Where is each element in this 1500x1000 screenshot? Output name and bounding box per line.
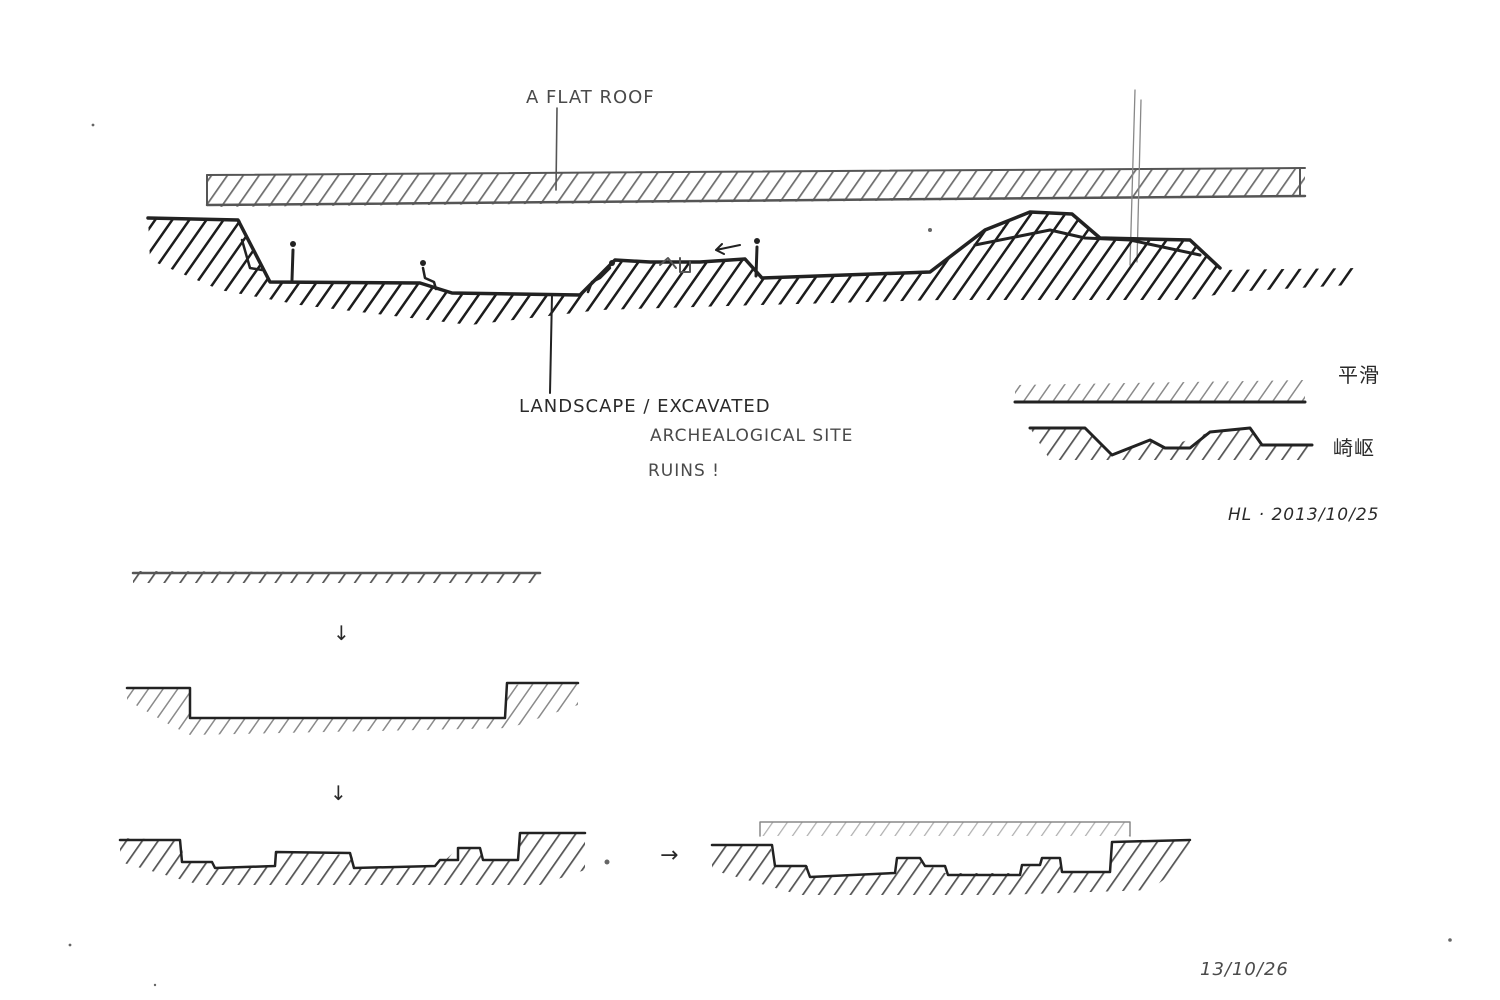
archaeological-label: ARCHEALOGICAL SITE: [650, 426, 853, 446]
flat-roof-label: A FLAT ROOF: [526, 87, 655, 108]
figure-standing-left: [290, 241, 296, 282]
process-step-flat-ground: [131, 571, 542, 583]
date-bottom: 13/10/26: [1200, 959, 1289, 980]
signature-date: HL · 2013/10/25: [1228, 505, 1379, 525]
roof-leader-line: [555, 107, 558, 191]
legend-smooth: 平滑: [1013, 363, 1380, 404]
main-section-sketch: [146, 89, 1360, 394]
arrow-down-2: ↓: [330, 781, 348, 805]
figure-sitting-left: [420, 260, 438, 291]
arrow-right: →: [660, 843, 679, 868]
human-figures: [290, 238, 760, 294]
pencil-specks: [68, 123, 1452, 987]
smooth-label: 平滑: [1338, 363, 1380, 387]
landscape-leader-line: [549, 294, 553, 394]
process-step-roof-added: [710, 821, 1192, 895]
process-step-ruins: [118, 831, 587, 885]
excavated-ground: [146, 210, 1360, 325]
rugged-label: 崎岖: [1333, 436, 1375, 460]
faint-roof: [759, 821, 1131, 837]
landscape-label: LANDSCAPE / EXCAVATED: [519, 396, 771, 417]
ruins-label: RUINS !: [648, 461, 720, 481]
legend-rugged: 崎岖: [1028, 426, 1375, 460]
arrow-down-1: ↓: [333, 621, 351, 645]
process-step-excavation: [125, 681, 580, 735]
flat-roof-slab: [205, 167, 1307, 207]
column-lines: [1129, 89, 1142, 266]
figure-sitting-ruins: [586, 260, 615, 294]
figure-standing-right: [754, 238, 760, 278]
